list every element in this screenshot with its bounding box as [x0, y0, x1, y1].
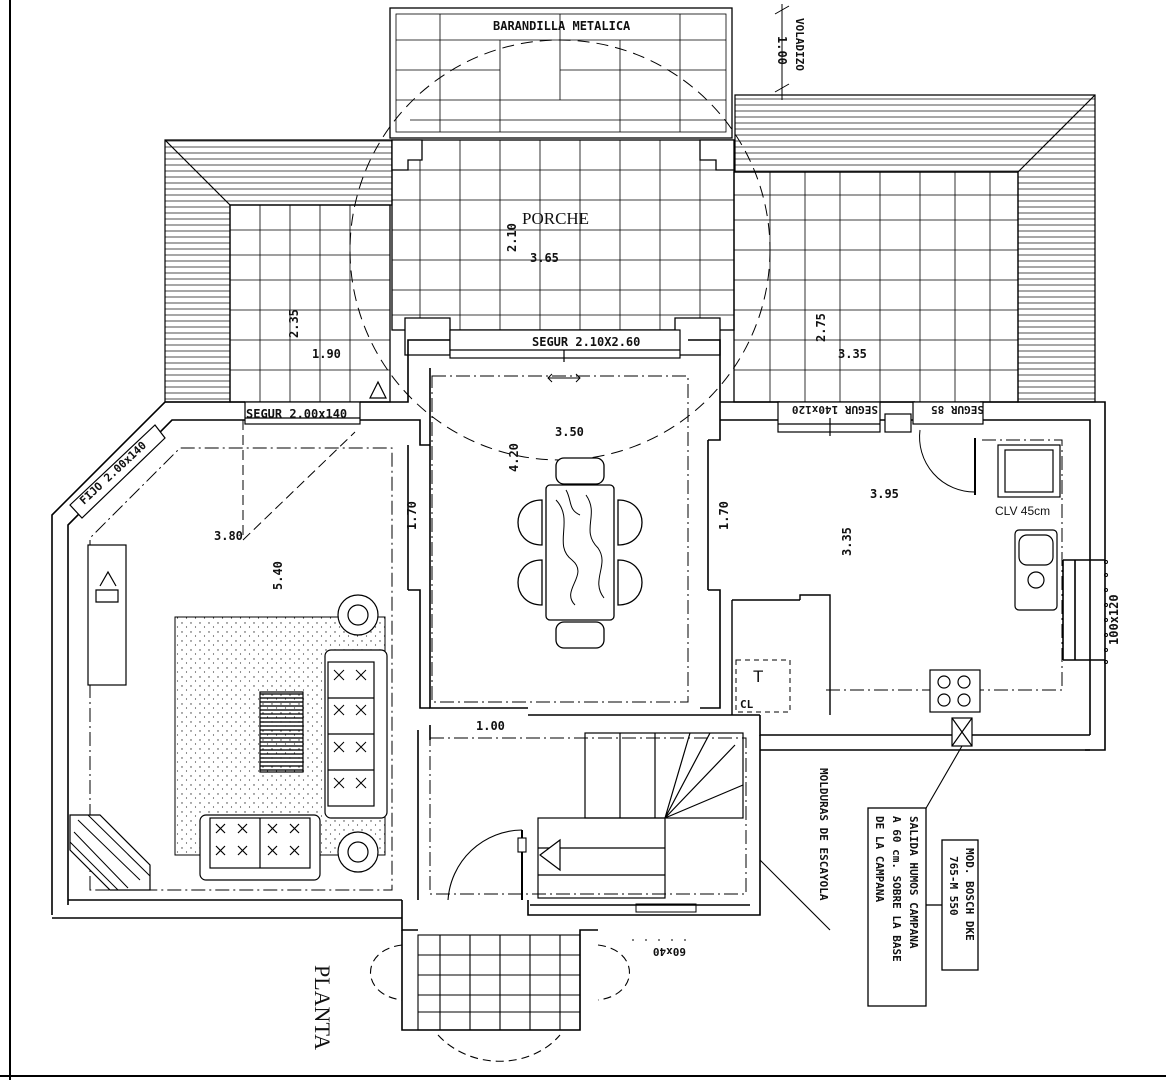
label-porche: PORCHE — [522, 209, 589, 228]
left-roof — [164, 139, 393, 403]
window-segur-main — [449, 329, 681, 362]
label-seg-main: SEGUR 2.10X2.60 — [532, 335, 640, 349]
sofa-bottom — [199, 814, 321, 881]
label-porche-h: 2.10 — [505, 223, 519, 252]
label-dining-w: 3.50 — [555, 425, 584, 439]
cooktop — [929, 669, 981, 713]
label-seg-right1: SEGUR 140x120 — [792, 403, 878, 416]
label-seg-left: SEGUR 2.00x140 — [246, 407, 347, 421]
fireplace — [87, 544, 127, 686]
label-porche-w: 3.65 — [530, 251, 559, 265]
closet — [731, 594, 831, 715]
porch-columns — [391, 139, 735, 356]
dining-table — [517, 457, 643, 649]
label-kitchen-w: 3.95 — [870, 487, 899, 501]
label-kitchen-h: 3.35 — [840, 527, 854, 556]
label-closet-t: T — [753, 667, 763, 686]
side-tables — [337, 594, 379, 873]
right-roof — [734, 94, 1096, 403]
kitchen-door — [919, 429, 976, 495]
label-seg-right2: SEGUR 85 — [931, 403, 984, 416]
balcony — [389, 7, 733, 139]
label-salida-1: SALIDA HUMOS CAMPANA — [907, 816, 920, 949]
porch-area — [391, 139, 735, 331]
label-voladizo-dim: 1.00 — [775, 36, 789, 65]
label-window-right: 100x120 — [1107, 594, 1121, 645]
staircase — [537, 732, 744, 899]
porch-circle — [349, 39, 771, 461]
left-terrace — [229, 204, 391, 403]
sink — [1014, 529, 1058, 611]
chimney-box — [951, 717, 973, 747]
label-barandilla: BARANDILLA METALICA — [493, 19, 631, 33]
window-segur-left — [244, 380, 387, 425]
label-left-terrace-h: 2.35 — [287, 309, 301, 338]
small-arrows — [547, 373, 581, 383]
label-molduras: MOLDURAS DE ESCAYOLA — [817, 768, 830, 901]
label-fijo: FIJO 2.00x140 — [77, 439, 149, 507]
sofa-right — [324, 649, 388, 819]
label-hall-w: 1.00 — [476, 719, 505, 733]
right-terrace — [733, 171, 1019, 403]
label-dining-h: 4.20 — [507, 443, 521, 472]
label-right-terrace-w: 3.35 — [838, 347, 867, 361]
label-window-bottom: 60x40 — [653, 945, 686, 958]
hall-outline — [429, 737, 747, 895]
leader-lines — [759, 745, 963, 931]
label-left-terrace-w: 1.90 — [312, 347, 341, 361]
corner-stair — [69, 814, 151, 891]
window-segur-right1 — [777, 401, 881, 436]
label-right-terrace-h: 2.75 — [814, 313, 828, 342]
label-passage-right: 1.70 — [717, 501, 731, 530]
fridge — [997, 444, 1061, 498]
label-salida-3: DE LA CAMPANA — [873, 816, 886, 902]
kitchen-outline — [826, 439, 1063, 691]
label-clv: CLV 45cm — [995, 504, 1050, 518]
window-bottom-60x40 — [632, 903, 697, 941]
entry-door — [447, 829, 527, 901]
label-mod-1: MOD. BOSCH DKE — [963, 848, 976, 941]
label-salida-2: A 60 cm. SOBRE LA BASE — [890, 816, 903, 962]
voladizo-dimension — [774, 4, 790, 100]
window-right-100x120 — [1104, 560, 1108, 664]
entrance-steps — [369, 934, 631, 1062]
label-mod-2: 765-M 550 — [947, 856, 960, 916]
label-closet-cl: CL — [740, 698, 754, 711]
label-passage-left: 1.70 — [405, 501, 419, 530]
note-boxes — [867, 807, 979, 1007]
label-voladizo: VOLADIZO — [793, 18, 806, 71]
window-fijo — [69, 424, 166, 519]
dining-outline — [431, 375, 689, 703]
label-living-w: 3.80 — [214, 529, 243, 543]
label-living-h: 5.40 — [271, 561, 285, 590]
coffee-table — [259, 691, 304, 773]
living-diagonal — [242, 420, 356, 542]
window-segur-right2 — [884, 401, 984, 433]
plan-title: PLANTA — [310, 965, 335, 1050]
